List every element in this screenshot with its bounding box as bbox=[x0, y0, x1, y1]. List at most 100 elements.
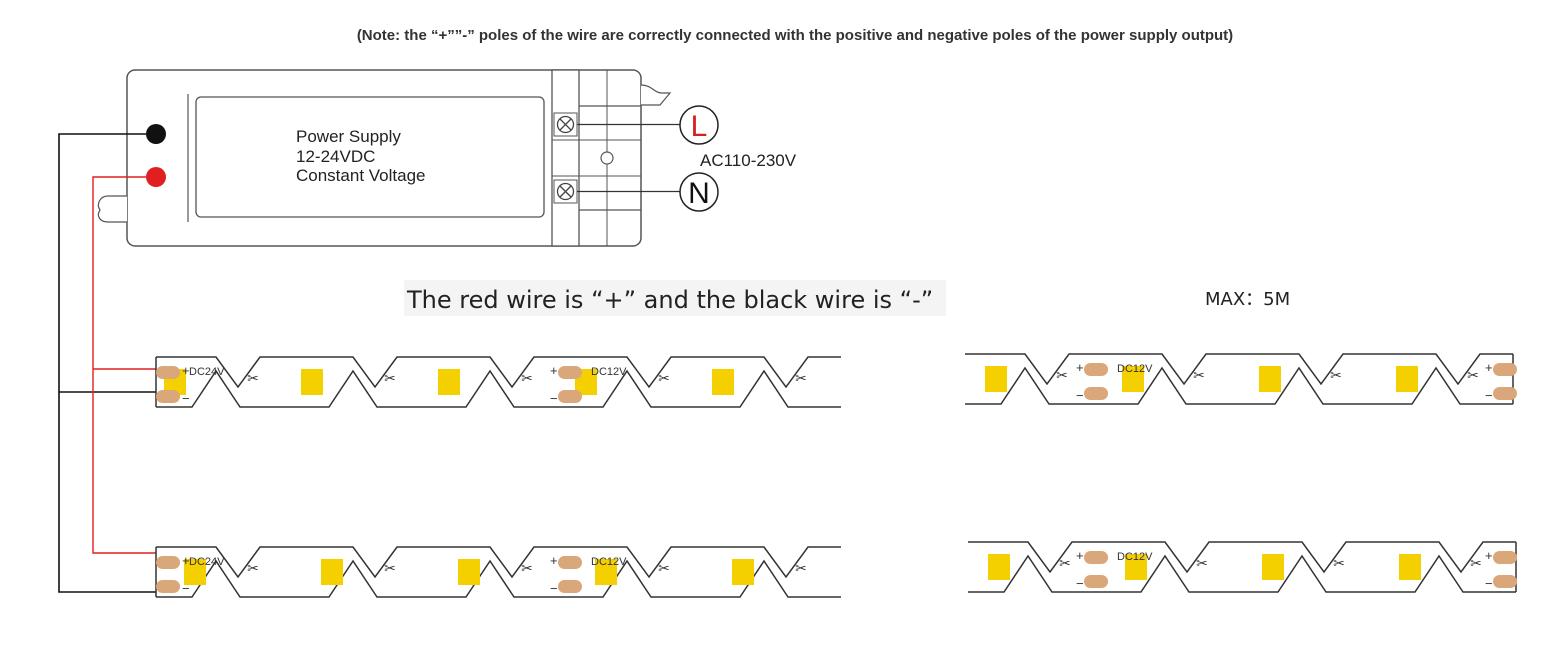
psu-label-panel bbox=[195, 96, 545, 218]
scissor-icon: ✂ bbox=[1333, 556, 1345, 572]
wiring bbox=[58, 133, 156, 593]
plus-sign: + bbox=[1076, 548, 1084, 563]
strip-top-edge bbox=[965, 353, 1513, 386]
black-wire bbox=[58, 133, 156, 593]
strip-bottom-edge bbox=[156, 559, 841, 598]
scissor-icon: ✂ bbox=[247, 371, 259, 387]
minus-sign: − bbox=[550, 391, 558, 406]
led-chip bbox=[1122, 366, 1144, 392]
scissor-icon: ✂ bbox=[795, 561, 807, 577]
plus-sign: + bbox=[1485, 548, 1493, 563]
solder-pad-negative bbox=[1084, 387, 1108, 400]
voltage-label: DC12V bbox=[1117, 363, 1153, 375]
led-chip bbox=[985, 366, 1007, 392]
dc-negative-terminal bbox=[146, 124, 166, 144]
led-chip bbox=[988, 554, 1010, 580]
n-terminal bbox=[679, 172, 719, 212]
minus-sign: − bbox=[1485, 576, 1493, 591]
strip-top-edge bbox=[156, 356, 841, 389]
psu-voltage: 12-24VDC bbox=[296, 147, 375, 166]
led-chip bbox=[1262, 554, 1284, 580]
max-length-label: MAX：5M bbox=[1205, 289, 1290, 310]
scissor-icon: ✂ bbox=[1193, 368, 1205, 384]
solder-pad-negative bbox=[1493, 575, 1517, 588]
minus-sign: − bbox=[1076, 388, 1084, 403]
voltage-label: DC24V bbox=[189, 556, 225, 568]
minus-sign: − bbox=[550, 581, 558, 596]
solder-pad-positive bbox=[558, 366, 582, 379]
led-chip bbox=[438, 369, 460, 395]
solder-pad-negative bbox=[156, 580, 180, 593]
solder-pad-positive bbox=[1084, 363, 1108, 376]
solder-pad-positive bbox=[1493, 363, 1517, 376]
scissor-icon: ✂ bbox=[247, 561, 259, 577]
voltage-label: DC12V bbox=[591, 366, 627, 378]
plus-sign: + bbox=[182, 553, 190, 568]
led-chip bbox=[712, 369, 734, 395]
screw-n-icon bbox=[553, 179, 578, 204]
led-chip bbox=[1259, 366, 1281, 392]
strip-top-edge bbox=[968, 541, 1516, 574]
ac-voltage-label: AC110-230V bbox=[700, 151, 797, 170]
n-label: N bbox=[688, 177, 710, 210]
led-strip-row1-left: ✂✂✂✂✂+−DC24V+−DC12V bbox=[155, 356, 841, 408]
psu-title: Power Supply bbox=[296, 127, 401, 146]
led-chip bbox=[321, 559, 343, 585]
solder-pad-negative bbox=[1493, 387, 1517, 400]
solder-pad-negative bbox=[558, 580, 582, 593]
dc-positive-terminal bbox=[146, 167, 166, 187]
solder-pad-negative bbox=[558, 390, 582, 403]
scissor-icon: ✂ bbox=[1470, 556, 1482, 572]
wire-color-note: The red wire is “+” and the black wire i… bbox=[406, 286, 933, 314]
scissor-icon: ✂ bbox=[658, 371, 670, 387]
minus-sign: − bbox=[1485, 388, 1493, 403]
plus-sign: + bbox=[550, 363, 558, 378]
solder-pad-positive bbox=[1084, 551, 1108, 564]
solder-pad-positive bbox=[558, 556, 582, 569]
led-chip bbox=[184, 559, 206, 585]
plus-sign: + bbox=[1076, 360, 1084, 375]
ground-node bbox=[600, 151, 614, 165]
plus-sign: + bbox=[182, 363, 190, 378]
minus-sign: − bbox=[182, 391, 190, 406]
l-label: L bbox=[691, 110, 708, 143]
plus-sign: + bbox=[550, 553, 558, 568]
scissor-icon: ✂ bbox=[1056, 368, 1068, 384]
scissor-icon: ✂ bbox=[384, 371, 396, 387]
psu-mode: Constant Voltage bbox=[296, 166, 425, 185]
scissor-icon: ✂ bbox=[521, 561, 533, 577]
scissor-icon: ✂ bbox=[1467, 368, 1479, 384]
led-strip-row2-left: ✂✂✂✂✂+−DC24V+−DC12V bbox=[155, 546, 841, 598]
solder-pad-positive bbox=[156, 366, 180, 379]
wire-note-bg bbox=[404, 280, 946, 316]
strip-bottom-edge bbox=[156, 369, 841, 408]
scissor-icon: ✂ bbox=[795, 371, 807, 387]
strip-bottom-edge bbox=[965, 366, 1513, 405]
scissor-icon: ✂ bbox=[1059, 556, 1071, 572]
led-chip bbox=[1125, 554, 1147, 580]
ac-input: L N AC110-230V bbox=[577, 105, 797, 212]
strip-bottom-edge bbox=[968, 554, 1516, 593]
mount-tab-right bbox=[640, 84, 672, 106]
screw-l-icon bbox=[553, 112, 578, 137]
power-supply: Power Supply 12-24VDC Constant Voltage bbox=[97, 69, 672, 247]
minus-sign: − bbox=[1076, 576, 1084, 591]
led-chip bbox=[1399, 554, 1421, 580]
plus-sign: + bbox=[1485, 360, 1493, 375]
scissor-icon: ✂ bbox=[1330, 368, 1342, 384]
strip-top-edge bbox=[156, 546, 841, 579]
scissor-icon: ✂ bbox=[521, 371, 533, 387]
led-chip bbox=[458, 559, 480, 585]
led-chip bbox=[595, 559, 617, 585]
red-wire bbox=[92, 176, 156, 554]
led-strip-row2-right: ✂✂✂✂+−DC12V+− bbox=[968, 541, 1517, 593]
led-chip bbox=[1396, 366, 1418, 392]
terminal-block bbox=[551, 69, 580, 247]
led-chip bbox=[732, 559, 754, 585]
l-terminal bbox=[679, 105, 719, 145]
scissor-icon: ✂ bbox=[658, 561, 670, 577]
solder-pad-negative bbox=[1084, 575, 1108, 588]
voltage-label: DC12V bbox=[1117, 551, 1153, 563]
scissor-icon: ✂ bbox=[384, 561, 396, 577]
